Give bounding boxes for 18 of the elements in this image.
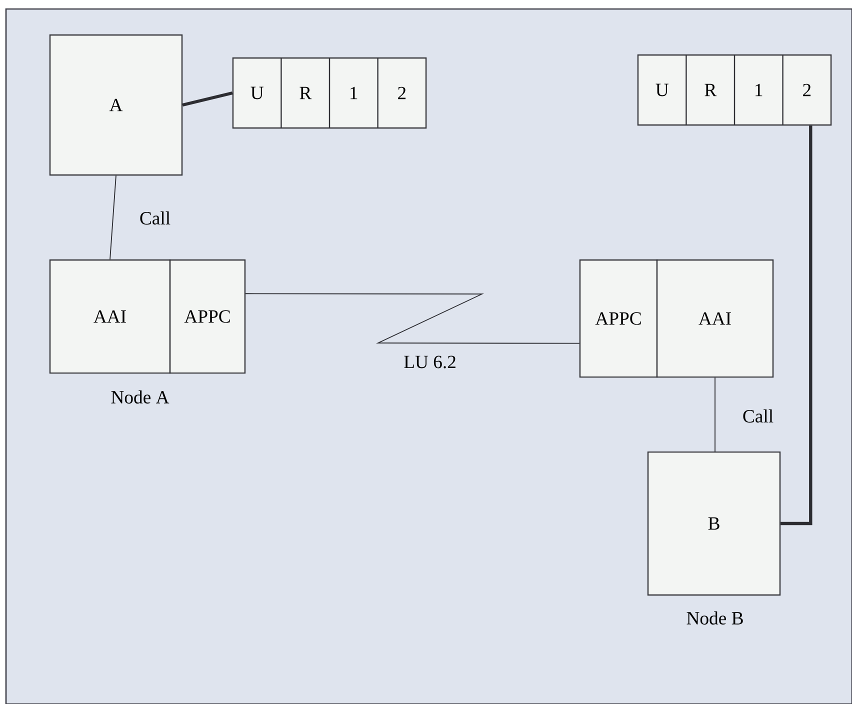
component-box: APPC	[579, 259, 658, 378]
edge-label: Call	[741, 408, 775, 424]
queue-box: U R 1 2	[232, 57, 427, 129]
connector-line	[780, 126, 812, 526]
queue-box: U R 1 2	[637, 54, 832, 126]
component-box: APPC	[169, 259, 246, 374]
edge-label: Call	[138, 210, 172, 226]
component-box: A	[49, 34, 183, 176]
node-caption: Node A	[111, 390, 170, 404]
edge-label: LU 6.2	[402, 354, 458, 370]
connector-line	[714, 377, 716, 452]
node-caption: Node B	[686, 611, 743, 625]
component-box: B	[647, 451, 781, 596]
component-box: AAI	[656, 259, 774, 378]
connector-line	[245, 293, 580, 344]
connector-line	[182, 91, 233, 107]
connector-line	[110, 175, 116, 260]
component-box: AAI	[49, 259, 171, 374]
